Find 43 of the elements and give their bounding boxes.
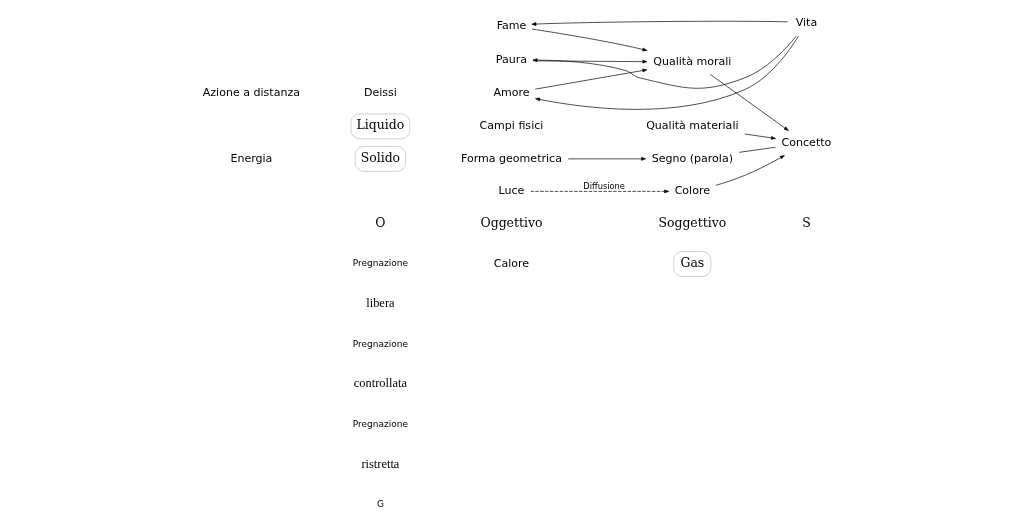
- node-text: Luce: [498, 184, 524, 198]
- node-text: Segno (parola): [651, 151, 733, 165]
- node-text: Vita: [795, 15, 817, 29]
- arrow: [534, 35, 799, 110]
- node-text: Campi fisici: [479, 118, 543, 132]
- label: libera: [365, 296, 395, 311]
- arrow: [534, 68, 647, 90]
- arrow: [709, 74, 789, 131]
- arrow: [743, 133, 776, 140]
- label: controllata: [353, 376, 407, 391]
- node-box: Liquido: [350, 113, 410, 140]
- arrow: [532, 35, 797, 89]
- node-text: Paura: [495, 53, 527, 67]
- node-text: Qualità morali: [652, 54, 731, 68]
- label: Pregnazione: [352, 258, 408, 269]
- node-box: Gas: [672, 251, 711, 277]
- node-text: Amore: [492, 85, 530, 99]
- node-text: Calore: [493, 256, 529, 270]
- arrow: [529, 189, 669, 194]
- node-box: Solido: [354, 146, 406, 172]
- node-text: Concetto: [781, 135, 831, 149]
- arrow: [531, 28, 647, 52]
- label: Oggettivo: [479, 214, 542, 230]
- label: Pregnazione: [352, 418, 408, 429]
- arrow: [532, 59, 647, 64]
- connector: [738, 146, 776, 153]
- label: O: [374, 214, 385, 230]
- node-text: Forma geometrica: [460, 151, 562, 165]
- arrow: [715, 155, 785, 186]
- label: ristretta: [360, 456, 399, 471]
- label: Soggettivo: [657, 214, 726, 230]
- node-text: Deissi: [363, 86, 397, 100]
- node-text: Colore: [674, 184, 710, 198]
- edge-label: Diffusione: [582, 181, 625, 192]
- node-text: Qualità materiali: [645, 118, 739, 132]
- label: Pregnazione: [352, 338, 408, 349]
- label: S: [801, 214, 811, 230]
- node-text: Fame: [496, 18, 526, 32]
- arrow: [531, 20, 788, 26]
- node-text: Azione a distanza: [202, 86, 300, 100]
- node-text: Energia: [229, 151, 272, 165]
- arrow: [567, 157, 646, 161]
- label: G: [376, 499, 384, 510]
